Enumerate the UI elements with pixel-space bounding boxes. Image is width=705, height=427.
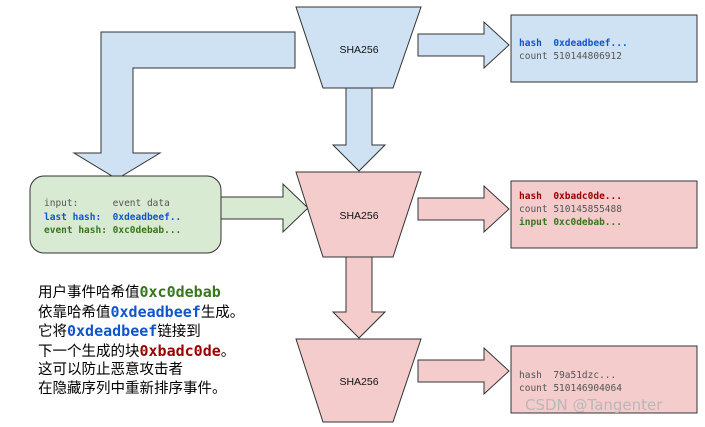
arrow-input-sha2 — [220, 182, 309, 234]
last-hash-line: last hash: 0xdeadbeef.. — [44, 212, 181, 223]
output-box-3: hash 79a51dzc... count 510146904064 — [510, 345, 698, 414]
note-text: 链接到 — [157, 324, 201, 340]
output3-count: count 510146904064 — [519, 383, 622, 394]
watermark: CSDN @Tangenter — [525, 396, 663, 414]
note-text: 下一个生成的块 — [38, 343, 140, 360]
note-line-2: 依靠哈希值0xdeadbeef生成。 — [38, 303, 298, 323]
note-line-4: 下一个生成的块0xbadc0de。 — [38, 342, 298, 362]
arrow-sha1-output1 — [417, 20, 510, 70]
input-line: input: event data — [44, 198, 170, 209]
note-line-3: 它将0xdeadbeef链接到 — [38, 322, 298, 342]
explanation-note: 用户事件哈希值0xc0debab 依靠哈希值0xdeadbeef生成。 它将0x… — [38, 283, 298, 398]
feedback-arrow — [72, 31, 296, 180]
note-hash-blue: 0xdeadbeef — [110, 302, 201, 321]
note-text: 依靠哈希值 — [38, 304, 111, 321]
output1-count: count 510144806912 — [519, 51, 622, 62]
output1-hash: hash 0xdeadbeef... — [519, 38, 628, 49]
note-line-5: 这可以防止恶意攻击者 — [38, 362, 183, 378]
sha256-label: SHA256 — [339, 376, 378, 388]
sha256-block-2: SHA256 — [295, 171, 422, 258]
input-box: input: event data last hash: 0xdeadbeef.… — [29, 175, 222, 254]
output-box-2: hash 0xbadc0de... count 510145855488 inp… — [510, 180, 698, 249]
output-box-1: hash 0xdeadbeef... count 510144806912 — [510, 14, 698, 83]
sha256-block-3: SHA256 — [295, 338, 422, 423]
output2-hash: hash 0xbadc0de... — [519, 191, 622, 202]
sha256-block-1: SHA256 — [295, 6, 422, 89]
note-line-1: 用户事件哈希值0xc0debab — [38, 283, 298, 303]
output2-count: count 510145855488 — [519, 204, 622, 215]
note-text: 。 — [220, 343, 236, 360]
note-hash-blue: 0xdeadbeef — [67, 322, 158, 340]
event-hash-line: event hash: 0xc0debab... — [44, 225, 181, 236]
note-text: 用户事件哈希值 — [38, 285, 140, 301]
arrow-sha2-output2 — [417, 184, 510, 234]
arrow-sha3-output3 — [417, 346, 510, 396]
note-hash-red: 0xbadc0de — [139, 341, 221, 360]
arrow-sha1-sha2 — [331, 86, 387, 172]
note-line-6: 在隐藏序列中重新排序事件。 — [38, 380, 227, 397]
arrow-sha2-sha3 — [331, 255, 387, 339]
note-text: 它将 — [38, 324, 67, 340]
output3-hash: hash 79a51dzc... — [519, 370, 616, 381]
output2-input: input 0xc0debab... — [519, 217, 622, 228]
note-text: 生成。 — [200, 304, 245, 321]
sha256-label: SHA256 — [339, 210, 378, 222]
note-hash-green: 0xc0debab — [139, 283, 221, 301]
sha256-label: SHA256 — [339, 44, 378, 56]
